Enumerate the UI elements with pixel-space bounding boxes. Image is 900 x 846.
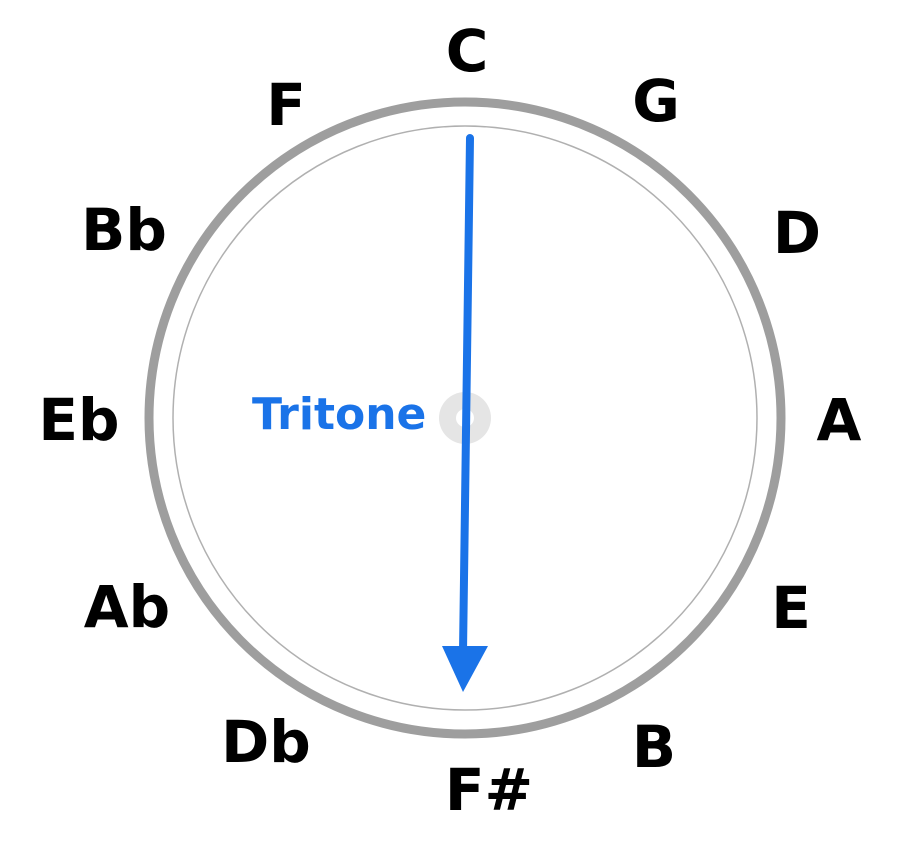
outer-ring [144, 97, 786, 739]
tritone-arrow-head [442, 646, 488, 692]
tritone-arrow-shaft [459, 134, 474, 656]
note-label-db: Db [221, 708, 311, 776]
note-labels: C G D A E B F# Db Ab Eb Bb F [38, 17, 861, 824]
note-label-bb: Bb [81, 196, 167, 264]
note-label-g: G [632, 67, 680, 135]
note-label-ab: Ab [84, 573, 170, 641]
inner-ring [172, 125, 758, 711]
note-label-c: C [446, 17, 489, 85]
note-label-f: F [266, 71, 306, 139]
tritone-label: Tritone [252, 389, 426, 440]
note-label-f-sharp: F# [445, 756, 533, 824]
note-label-eb: Eb [38, 386, 119, 454]
note-label-e: E [771, 574, 811, 642]
note-label-a: A [817, 386, 862, 454]
note-label-b: B [632, 713, 676, 781]
note-label-d: D [773, 199, 821, 267]
